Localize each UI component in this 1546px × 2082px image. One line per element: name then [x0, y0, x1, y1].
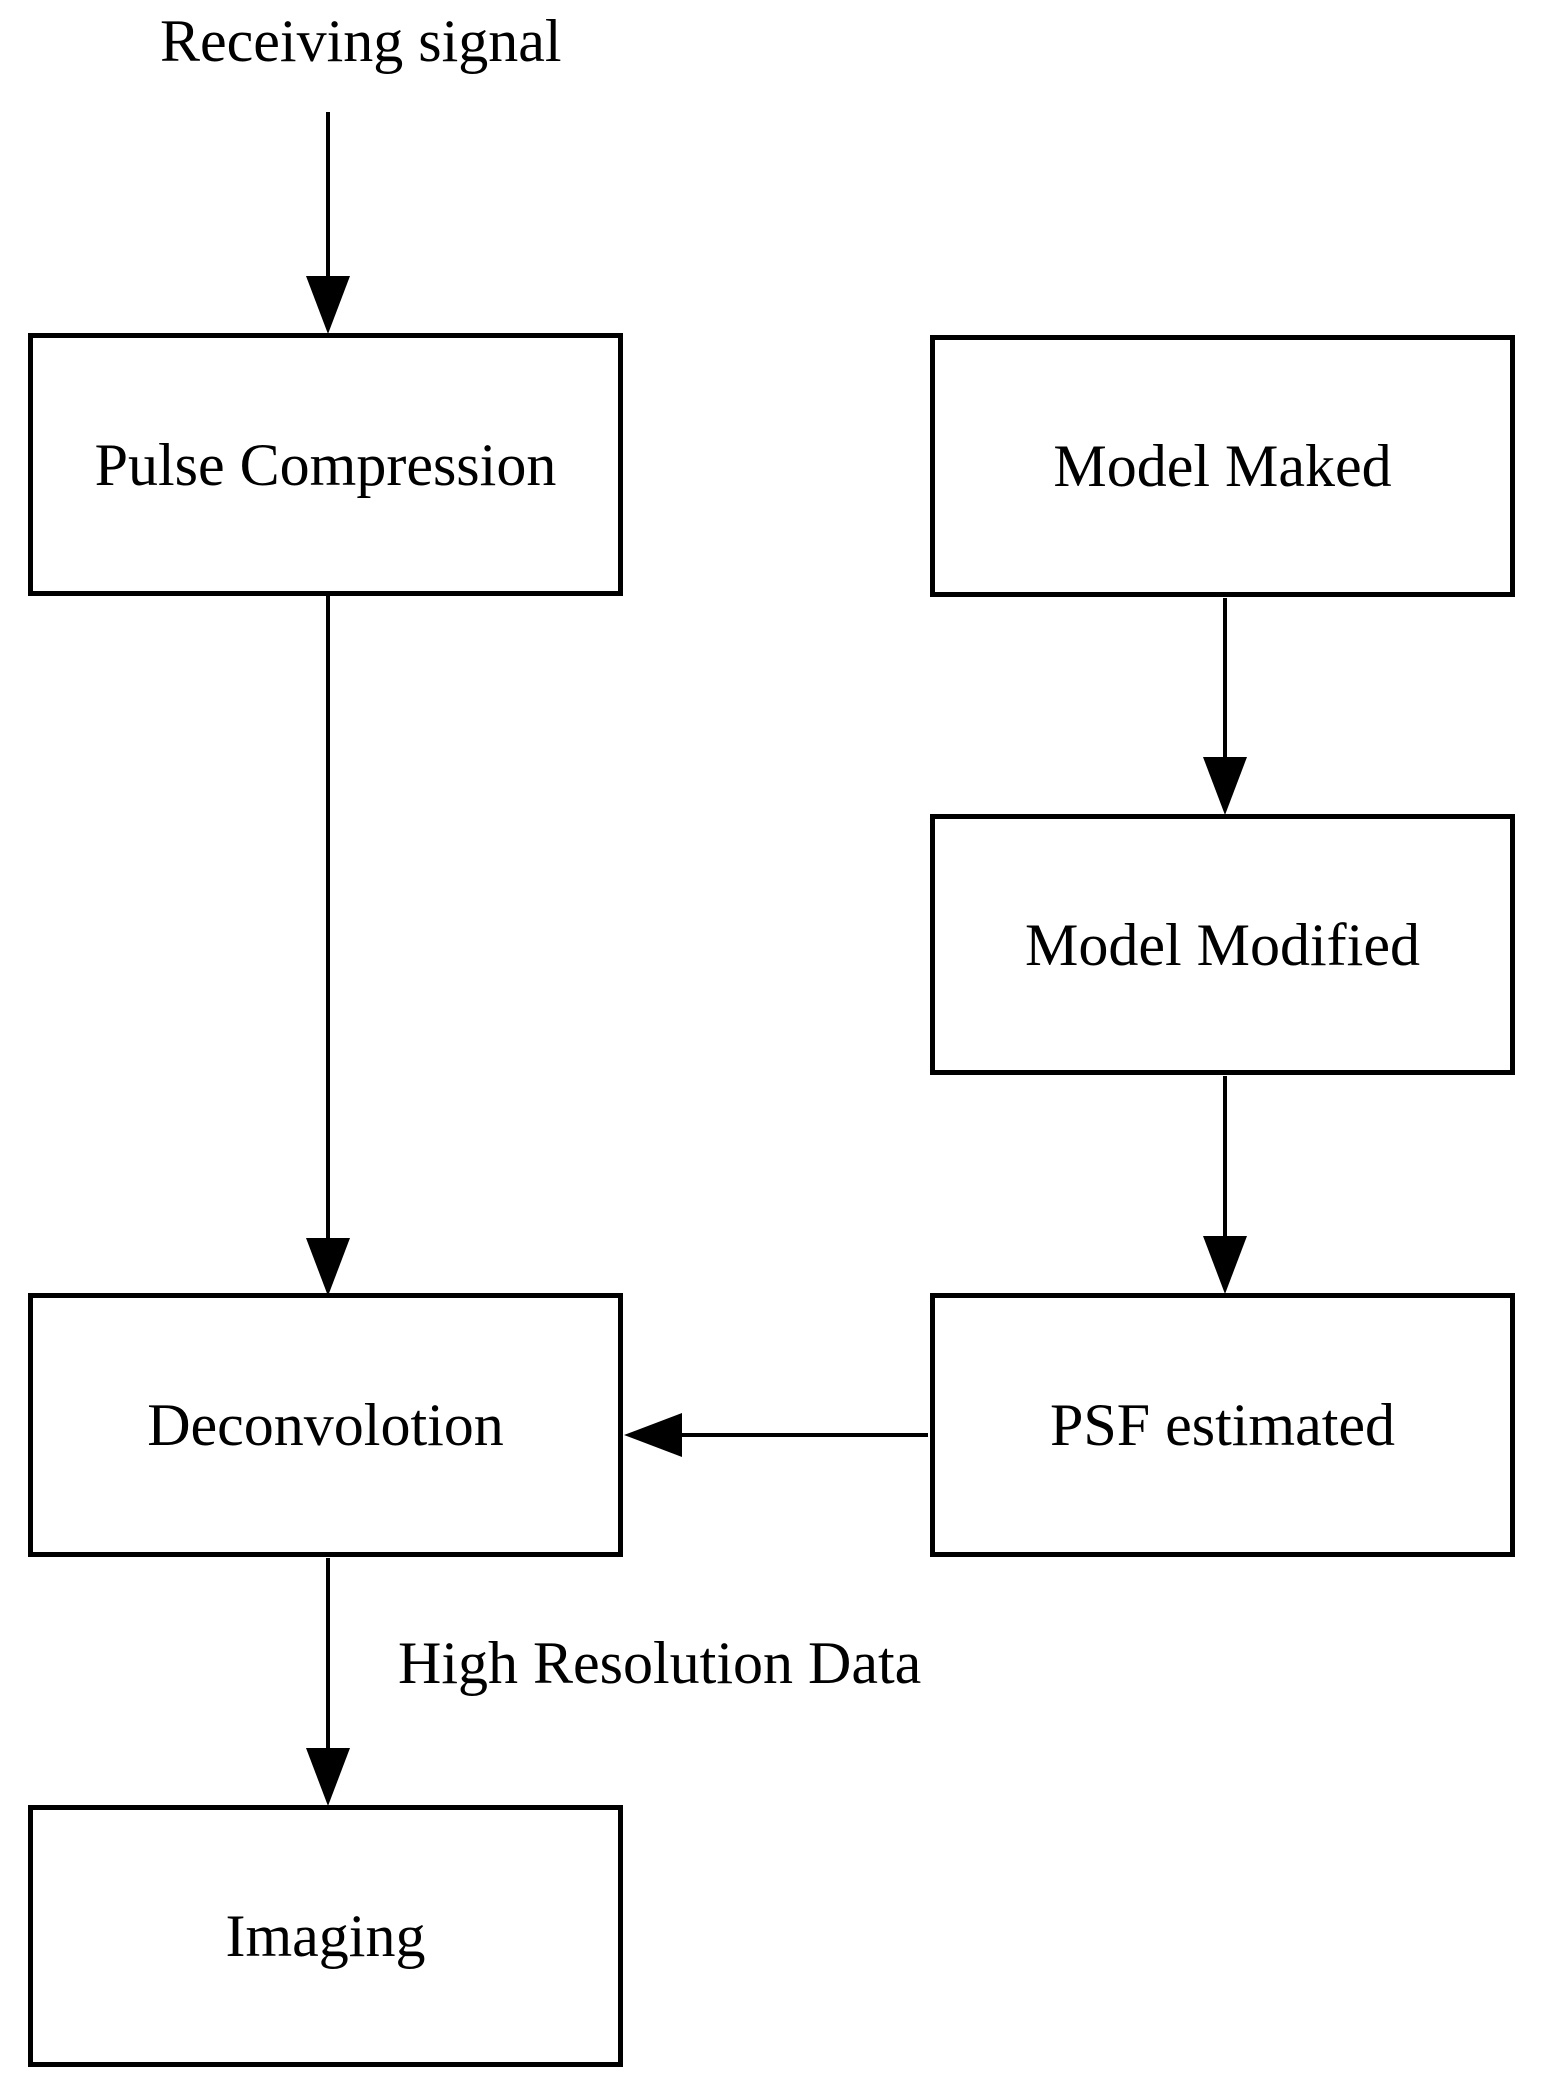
label-high-resolution-data: High Resolution Data — [398, 1630, 922, 1696]
node-imaging: Imaging — [28, 1805, 623, 2067]
node-psf-estimated-label: PSF estimated — [1049, 1392, 1396, 1458]
arrow-pulse-compression-to-deconvolotion — [306, 596, 350, 1296]
node-psf-estimated: PSF estimated — [930, 1293, 1515, 1557]
arrow-psf-estimated-to-deconvolotion — [624, 1413, 928, 1457]
arrow-model-modified-to-psf-estimated — [1203, 1076, 1247, 1294]
node-deconvolotion-label: Deconvolotion — [147, 1392, 504, 1458]
node-model-maked-label: Model Maked — [1053, 433, 1392, 499]
arrow-receiving-to-pulse-compression — [306, 112, 350, 334]
node-imaging-label: Imaging — [225, 1903, 426, 1969]
node-deconvolotion: Deconvolotion — [28, 1293, 623, 1557]
arrow-model-maked-to-model-modified — [1203, 598, 1247, 815]
arrow-deconvolotion-to-imaging — [306, 1558, 350, 1806]
node-pulse-compression: Pulse Compression — [28, 333, 623, 596]
node-pulse-compression-label: Pulse Compression — [94, 431, 557, 498]
node-model-modified-label: Model Modified — [1025, 911, 1420, 978]
label-receiving-signal: Receiving signal — [160, 8, 562, 74]
node-model-modified: Model Modified — [930, 814, 1515, 1075]
node-model-maked: Model Maked — [930, 335, 1515, 597]
